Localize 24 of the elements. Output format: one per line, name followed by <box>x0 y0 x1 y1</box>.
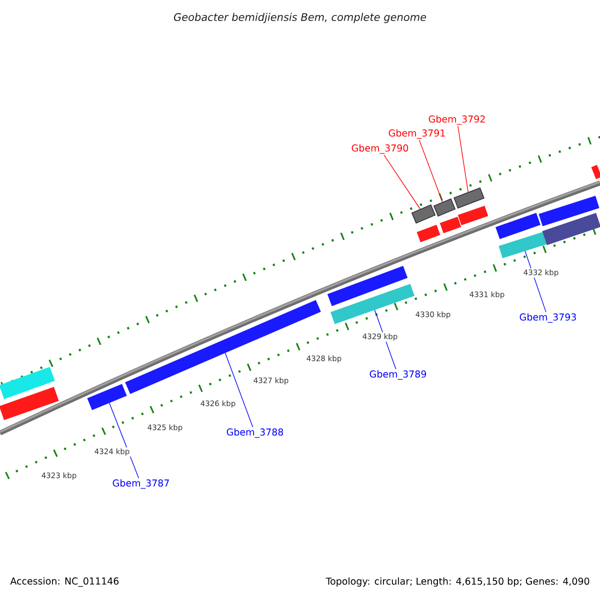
leader-line <box>458 126 468 192</box>
leader-line <box>418 140 443 202</box>
title: Geobacter bemidjiensis Bem, complete genome <box>174 12 426 24</box>
leader-line <box>524 250 546 312</box>
gene-label: Gbem_3788 <box>226 428 284 438</box>
accession-text: Accession: NC_011146 <box>10 577 119 587</box>
gene-label: Gbem_3791 <box>388 129 445 139</box>
gene-label: Gbem_3793 <box>520 313 576 323</box>
gene-feature-block <box>498 232 548 258</box>
gene-feature-block <box>416 224 440 242</box>
gene-label: Gbem_3792 <box>428 115 485 125</box>
gene-feature-block <box>440 216 462 234</box>
gene-feature-block <box>458 206 488 226</box>
leader-line <box>384 154 421 210</box>
gene-label: Gbem_3790 <box>352 144 408 154</box>
gene-label: Gbem_3789 <box>370 370 426 380</box>
genome-info-text: Topology: circular; Length: 4,615,150 bp; Genes: 4,090 <box>326 577 590 587</box>
gene-feature-block <box>454 187 484 209</box>
gene-feature-block <box>542 212 600 246</box>
leader-line <box>108 402 140 478</box>
gene-feature-block <box>538 196 600 226</box>
gene-label: Gbem_3787 <box>112 479 169 489</box>
leader-line <box>224 352 254 428</box>
gene-feature-block <box>496 212 540 240</box>
